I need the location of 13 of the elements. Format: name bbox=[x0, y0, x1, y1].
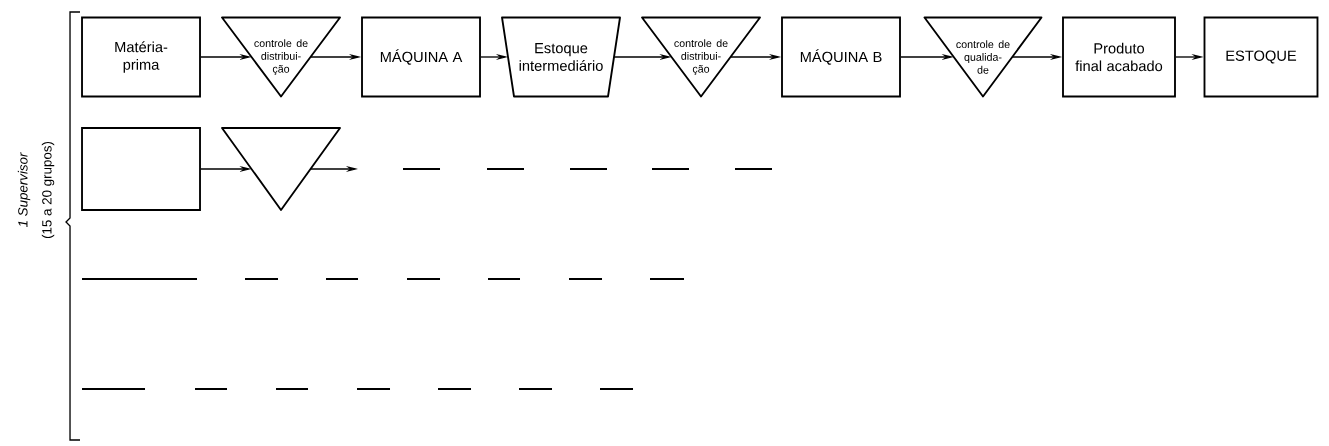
process-box: MÁQUINA A bbox=[361, 16, 481, 98]
control-triangle bbox=[221, 127, 341, 211]
storage-trapezoid: Estoque intermediário bbox=[501, 16, 621, 98]
side-label: (15 a 20 grupos) bbox=[41, 141, 55, 239]
process-box bbox=[81, 127, 201, 211]
process-box: ESTOQUE bbox=[1203, 16, 1319, 98]
process-box: Matéria- prima bbox=[81, 16, 201, 98]
control-triangle: controle de distribui- ção bbox=[641, 16, 761, 98]
side-label: 1 Supervisor bbox=[17, 152, 31, 228]
process-box: MÁQUINA B bbox=[781, 16, 901, 98]
control-triangle: controle de distribui- ção bbox=[221, 16, 341, 98]
control-triangle: controle de qualida- de bbox=[923, 16, 1043, 98]
process-box: Produto final acabado bbox=[1062, 16, 1176, 98]
